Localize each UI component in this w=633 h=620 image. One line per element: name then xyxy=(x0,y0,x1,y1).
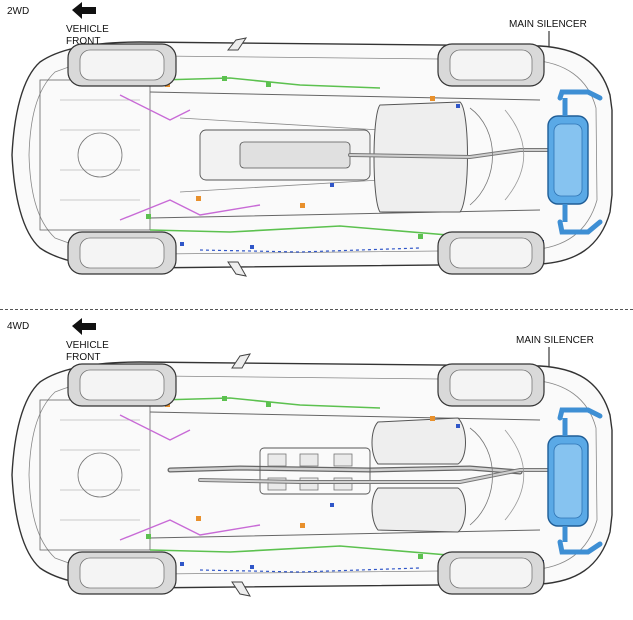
wheel-rear-left xyxy=(437,43,545,87)
wheel-front-left xyxy=(67,43,177,87)
drive-type-label: 2WD xyxy=(7,6,30,17)
wheel-rear-left xyxy=(437,363,545,407)
arrow-left-icon xyxy=(72,318,96,335)
main-silencer-label: MAIN SILENCER xyxy=(509,19,587,30)
fuel-tank xyxy=(371,417,466,465)
panel-4wd: 4WD xyxy=(0,310,633,620)
arrow-left-icon xyxy=(72,2,96,19)
panel-divider xyxy=(0,309,633,310)
vehicle-underbody xyxy=(11,353,613,597)
wheel-rear-right xyxy=(437,231,545,275)
vehicle-front-label-line2: FRONT xyxy=(66,36,101,47)
center-tunnel xyxy=(259,447,371,495)
wheel-front-right xyxy=(67,231,177,275)
vehicle-underbody xyxy=(11,37,613,277)
harness-green xyxy=(159,77,381,89)
panel-4wd-drawing xyxy=(11,318,613,597)
vehicle-front-label-line1: VEHICLE xyxy=(66,340,109,351)
main-silencer xyxy=(547,89,603,235)
harness-magenta xyxy=(119,414,191,441)
wheel-rear-right xyxy=(437,551,545,595)
harness-magenta xyxy=(119,94,191,121)
drive-type-label: 4WD xyxy=(7,321,30,332)
wheel-front-left xyxy=(67,363,177,407)
wheel-front-right xyxy=(67,551,177,595)
main-silencer-label: MAIN SILENCER xyxy=(516,335,594,346)
side-rails xyxy=(149,91,541,219)
vehicle-front-label-line1: VEHICLE xyxy=(66,24,109,35)
harness-green xyxy=(159,397,381,409)
catalytic-converter xyxy=(239,141,351,169)
vehicle-front-label-line2: FRONT xyxy=(66,352,101,363)
mirror-left xyxy=(231,353,251,369)
mirror-right xyxy=(227,261,247,277)
main-silencer xyxy=(547,407,603,555)
panel-2wd-drawing xyxy=(11,2,613,277)
panel-2wd: 2WD xyxy=(7,2,613,277)
mirror-right xyxy=(231,581,251,597)
mirror-left xyxy=(226,37,248,51)
side-rails xyxy=(149,411,541,539)
